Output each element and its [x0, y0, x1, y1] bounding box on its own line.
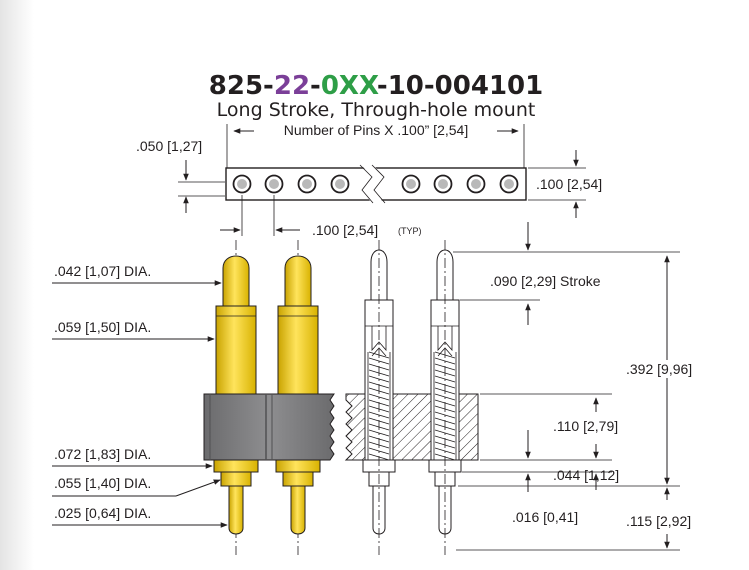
offset-label: .016 [0,41] — [512, 509, 578, 525]
collar-dia-label: .072 [1,83] DIA. — [54, 446, 151, 462]
part-number-title: 825-22-0XX-10-004101 — [209, 71, 543, 101]
stroke-label: .090 [2,29] Stroke — [490, 273, 601, 289]
part-count: 0XX — [321, 71, 379, 101]
left-shade — [0, 0, 34, 570]
section-view — [344, 240, 479, 555]
insulator-body — [203, 393, 335, 461]
top-view: Number of Pins X .100” [2,54] .050 [1,27… — [136, 122, 602, 238]
subtitle: Long Stroke, Through-hole mount — [217, 99, 536, 121]
tail-dia-label: .025 [0,64] DIA. — [54, 505, 151, 521]
left-callouts: .042 [1,07] DIA. .059 [1,50] DIA. .072 [… — [52, 263, 228, 528]
length-label: Number of Pins X .100” [2,54] — [284, 122, 468, 138]
gold-pins — [203, 240, 335, 555]
part-prefix: 825- — [209, 71, 274, 101]
tail-upper-dia-label: .055 [1,40] DIA. — [54, 475, 151, 491]
part-suffix: -10-004101 — [377, 71, 543, 101]
tail-length-label: .115 [2,92] — [626, 513, 691, 529]
part-pins: 22 — [274, 71, 310, 101]
insulator-height-label: .110 [2,79] — [553, 418, 618, 434]
part-sep: - — [310, 71, 321, 101]
overall-height-label: .392 [9,96] — [626, 361, 692, 377]
right-dimensions: .090 [2,29] Stroke .392 [9,96] .110 [2,7… — [453, 222, 692, 551]
spacing-label: .100 [2,54] — [312, 222, 378, 238]
collar-height-label: .044 [1,12] — [553, 467, 619, 483]
spacing-typ: (TYP) — [398, 226, 422, 236]
pitch-label: .050 [1,27] — [136, 138, 202, 154]
pin-holes — [232, 174, 519, 194]
tip-dia-label: .042 [1,07] DIA. — [54, 263, 151, 279]
barrel-dia-label: .059 [1,50] DIA. — [54, 319, 151, 335]
width-label: .100 [2,54] — [536, 176, 602, 192]
